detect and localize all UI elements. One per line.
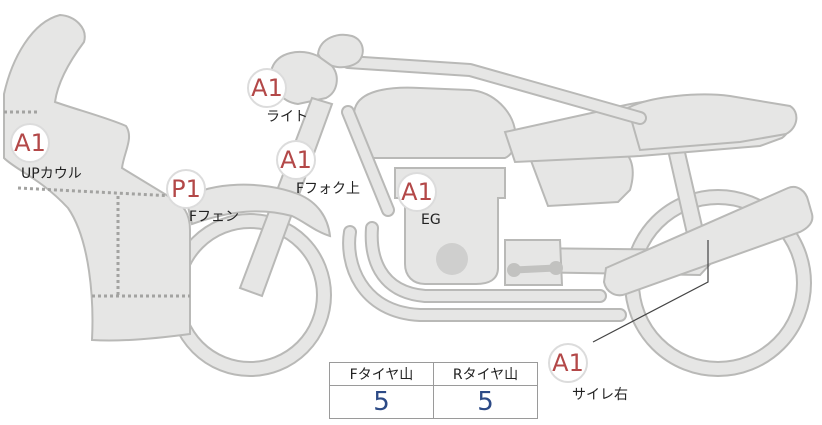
muffler-right-grade-mark: A1: [548, 343, 588, 383]
light-label: ライト: [266, 109, 308, 125]
engine-peg-right: [549, 261, 563, 275]
exhaust-pipe-lower-in: [344, 227, 625, 320]
engine-grade-mark: A1: [397, 172, 437, 212]
tail-cowl: [626, 93, 798, 152]
cowl-panel-line-mid: [17, 186, 175, 198]
front-fender-grade-mark: P1: [166, 169, 206, 209]
handlebar: [316, 33, 364, 69]
engine-peg-left: [507, 263, 521, 277]
front-tire-inner: [170, 215, 330, 375]
upper-cowl-label: UPカウル: [21, 166, 82, 182]
front-fender: [184, 183, 332, 238]
front-fender-label: Fフェン: [189, 209, 240, 225]
engine-peg-bar: [510, 264, 560, 274]
upper-cowl-grade-mark: A1: [10, 123, 50, 163]
tire-tread-value-row: 5 5: [329, 385, 538, 419]
muffler-leader-line: [592, 240, 709, 343]
exhaust-pipe-upper-in: [366, 223, 605, 301]
rear-tire-tread-value: 5: [433, 385, 538, 419]
fuel-tank: [351, 86, 517, 159]
front-tire-tread-header: Fタイヤ山: [329, 362, 434, 386]
frame-main-tube-in: [343, 57, 645, 123]
rear-tire-tread-header: Rタイヤ山: [433, 362, 538, 386]
upper-cowl: [3, 13, 191, 342]
tire-tread-header-row: Fタイヤ山 Rタイヤ山: [329, 362, 538, 386]
front-fork-upper-grade-mark: A1: [276, 140, 316, 180]
muffler-right-label: サイレ右: [572, 387, 628, 403]
engine-label: EG: [421, 212, 441, 228]
engine-cover: [436, 243, 468, 275]
light-grade-mark: A1: [247, 68, 287, 108]
front-fork-upper-label: Fフォク上: [296, 181, 361, 197]
front-tire-tread-value: 5: [329, 385, 434, 419]
tire-tread-table: Fタイヤ山 Rタイヤ山 5 5: [329, 362, 538, 419]
frame-down-tube-in: [343, 107, 393, 215]
